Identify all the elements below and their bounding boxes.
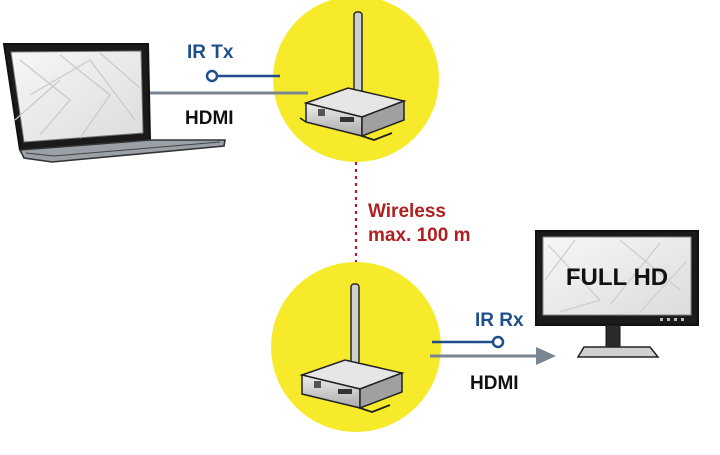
monitor-stand-base — [576, 346, 660, 358]
rx-ir-connector-icon — [491, 335, 505, 349]
rx-ir-label: IR Rx — [475, 310, 524, 331]
monitor-screen-text: FULL HD — [566, 264, 668, 291]
monitor-stand-neck — [605, 324, 621, 348]
receiver-device-icon — [299, 283, 405, 413]
rx-hdmi-label: HDMI — [470, 373, 519, 394]
tx-ir-connector-icon — [205, 69, 219, 83]
tx-ir-label: IR Tx — [187, 42, 234, 63]
transmitter-device-icon — [299, 11, 407, 141]
wireless-label-line2: max. 100 m — [368, 225, 470, 246]
laptop-screen-pattern — [14, 52, 141, 139]
monitor-screen-pattern — [544, 239, 687, 313]
laptop-screen — [10, 50, 144, 143]
rx-hdmi-arrowhead-icon — [536, 347, 556, 365]
tx-hdmi-label: HDMI — [185, 108, 234, 129]
antenna-icon — [353, 11, 363, 95]
laptop-icon — [2, 43, 226, 163]
antenna-icon — [350, 283, 360, 365]
wireless-label-line1: Wireless — [368, 201, 446, 222]
monitor-icon — [535, 230, 699, 358]
